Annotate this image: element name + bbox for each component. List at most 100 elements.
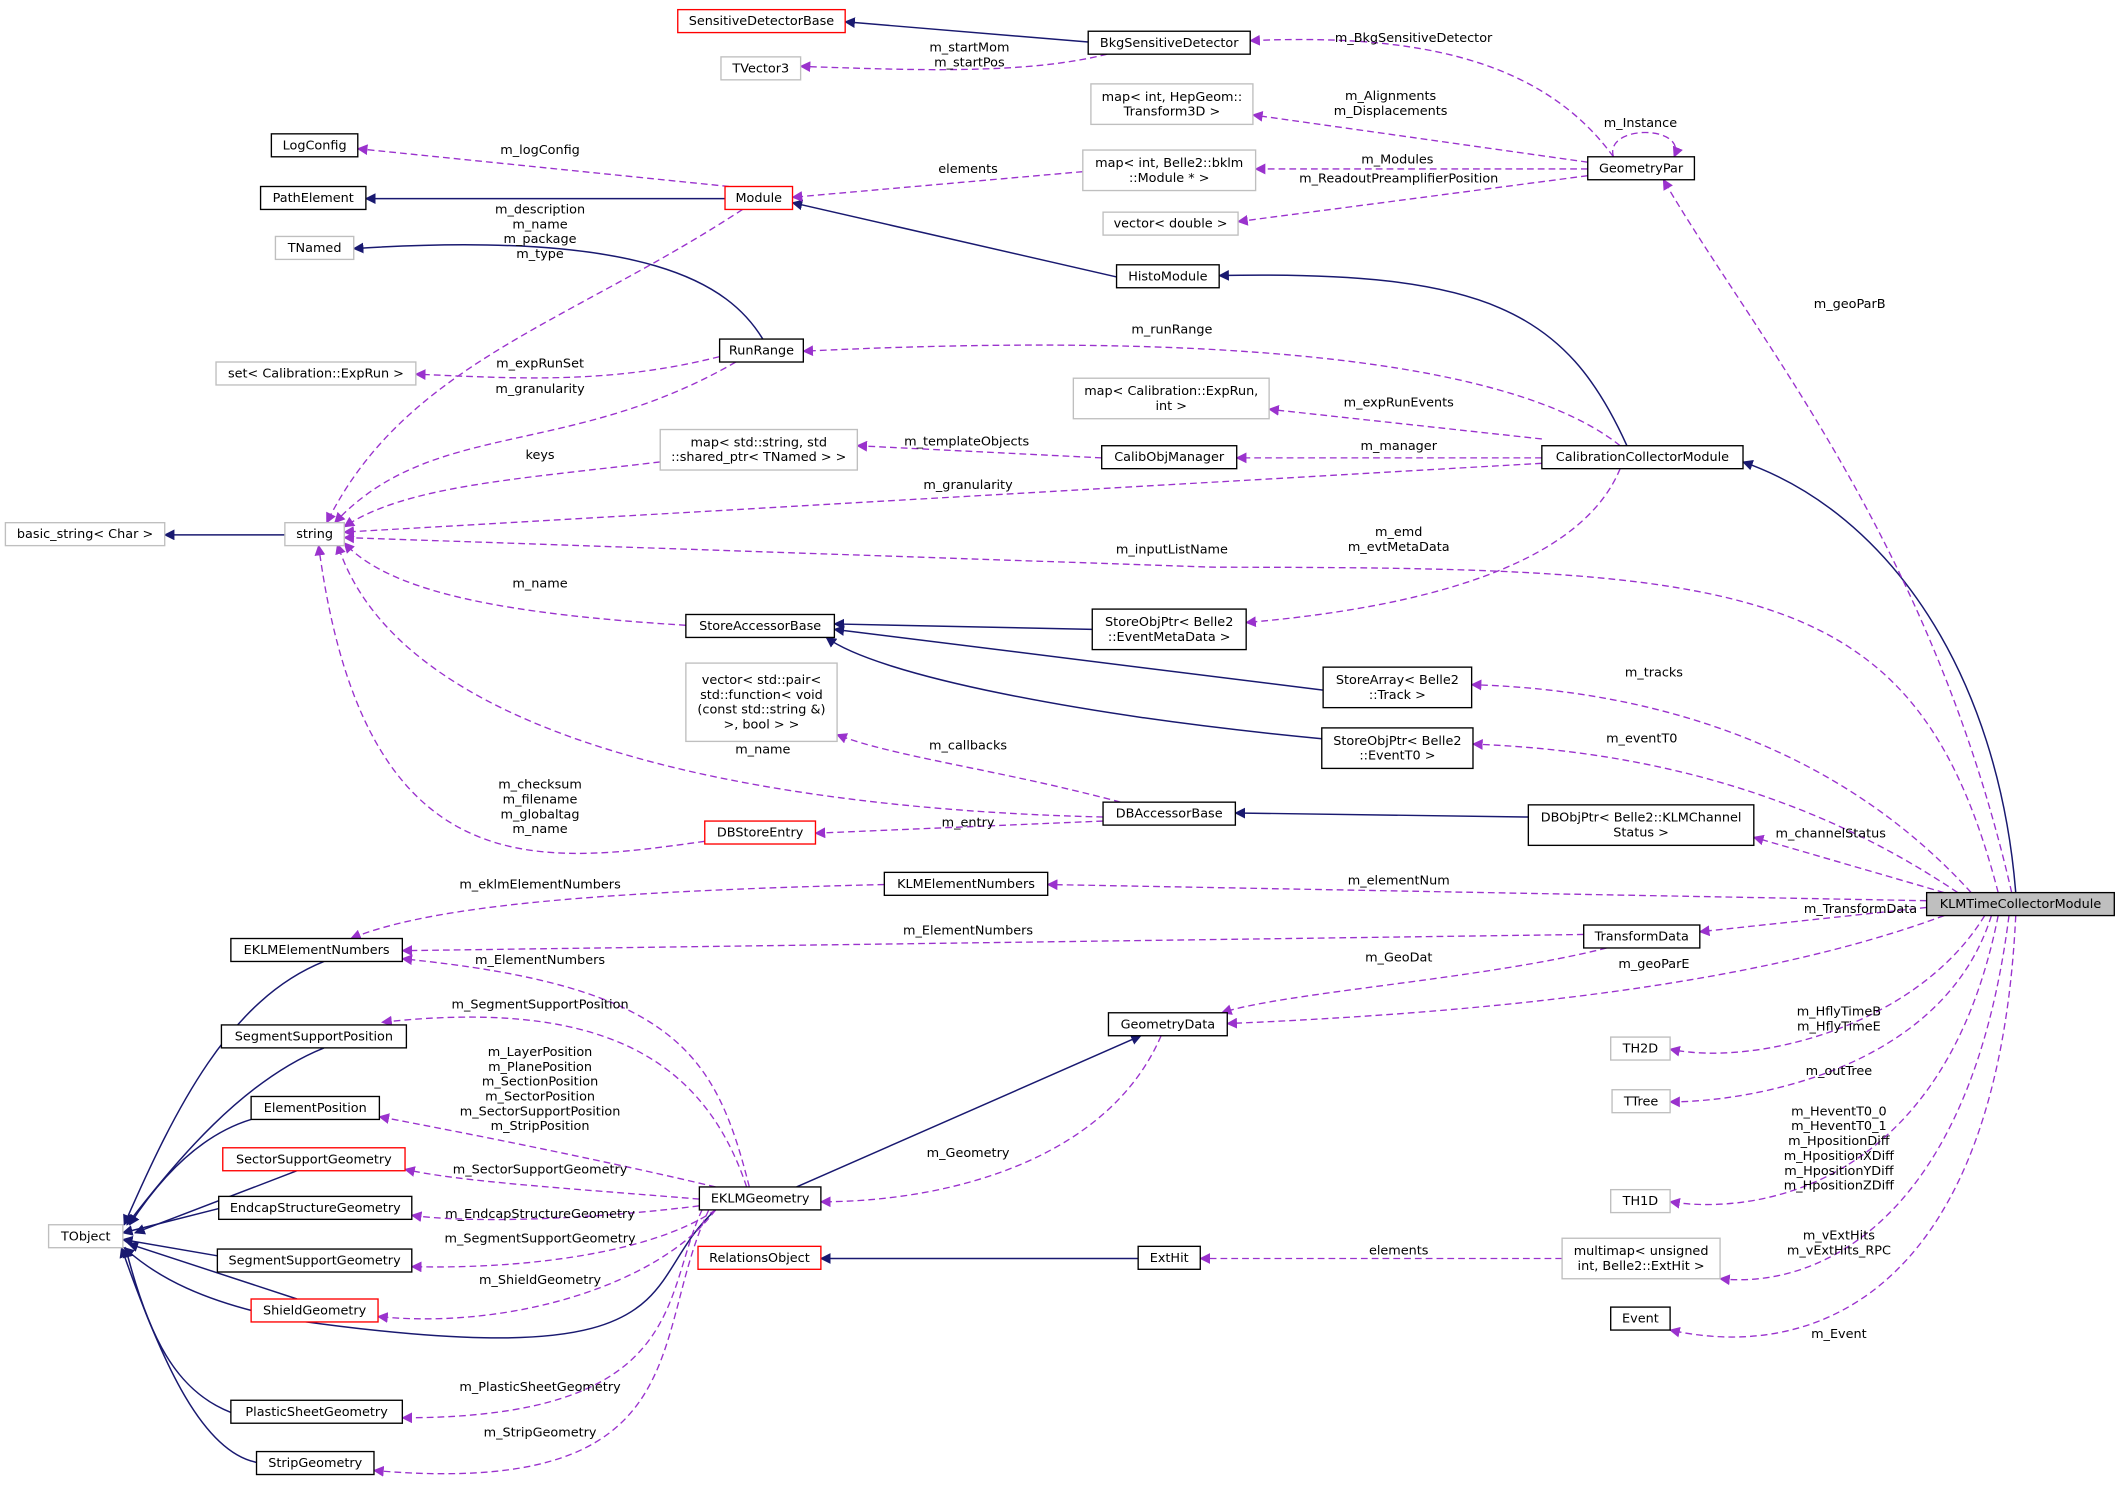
usage-edge-klmtime-collector-module-to-transform-data (1698, 906, 1927, 937)
class-node-plastic-sheet-geometry[interactable]: PlasticSheetGeometry (230, 1399, 404, 1424)
usage-edge-klmtime-collector-module-to-th1-d (1669, 915, 1999, 1209)
class-node-relations-object[interactable]: RelationsObject (697, 1245, 822, 1270)
class-node-vector-pair-function[interactable]: vector< std::pair<std::function< void(co… (685, 662, 838, 743)
node-label: DBObjPtr< Belle2::KLMChannel (1541, 811, 1742, 826)
class-node-geometry-data[interactable]: GeometryData (1107, 1012, 1228, 1037)
edge-label: m_geoParB (1814, 297, 1886, 312)
node-box (216, 1248, 413, 1273)
class-node-calib-obj-manager[interactable]: CalibObjManager (1101, 445, 1238, 470)
class-node-vector-double[interactable]: vector< double > (1102, 211, 1239, 236)
node-box (724, 185, 794, 211)
edge-label: m_Displacements (1334, 104, 1448, 119)
class-node-basic-string[interactable]: basic_string< Char > (4, 522, 166, 547)
class-node-segment-support-geometry[interactable]: SegmentSupportGeometry (216, 1248, 413, 1273)
node-label: >, bool > > (724, 718, 800, 733)
class-node-string[interactable]: string (284, 522, 345, 547)
class-node-segment-support-position[interactable]: SegmentSupportPosition (220, 1024, 408, 1049)
usage-edge-klmtime-collector-module-to-klmelement-numbers (1046, 879, 1927, 902)
usage-edge-eklmgeometry-to-strip-geometry (372, 1209, 710, 1477)
usage-edge-transform-data-to-eklmelement-numbers (401, 933, 1584, 956)
class-node-store-array-track[interactable]: StoreArray< Belle2::Track > (1322, 666, 1473, 709)
usage-edge-module-to-string (326, 208, 743, 524)
class-node-store-obj-ptr-event-t0[interactable]: StoreObjPtr< Belle2::EventT0 > (1321, 727, 1474, 770)
class-node-eklmelement-numbers[interactable]: EKLMElementNumbers (230, 937, 404, 963)
class-node-geometry-par[interactable]: GeometryPar (1587, 156, 1696, 181)
class-node-element-position[interactable]: ElementPosition (250, 1095, 381, 1121)
edge-label: m_SectorSupportPosition (460, 1104, 621, 1119)
usage-edge-dbstore-entry-to-string (314, 544, 705, 855)
node-box (1322, 666, 1473, 709)
class-node-event[interactable]: Event (1610, 1306, 1671, 1331)
class-node-histo-module[interactable]: HistoModule (1115, 264, 1220, 289)
class-node-transform-data[interactable]: TransformData (1583, 924, 1701, 949)
class-node-klmelement-numbers[interactable]: KLMElementNumbers (883, 871, 1049, 896)
node-box (704, 820, 817, 845)
node-box (685, 613, 836, 639)
class-node-module[interactable]: Module (724, 185, 794, 211)
class-node-klmtime-collector-module[interactable]: KLMTimeCollectorModule (1925, 891, 2115, 917)
class-node-log-config[interactable]: LogConfig (270, 133, 359, 158)
inheritance-edge-klmtime-collector-module-to-calibration-collector-module (1741, 460, 2017, 893)
node-label: CalibrationCollectorModule (1556, 450, 1729, 465)
usage-edge-eklmgeometry-to-sector-support-geometry (403, 1166, 700, 1200)
edge-label: m_HpositionZDiff (1784, 1179, 1895, 1194)
class-node-store-obj-ptr-event-meta-data[interactable]: StoreObjPtr< Belle2::EventMetaData > (1091, 608, 1247, 651)
usage-edge-calib-obj-manager-to-map-string-tnamed (856, 440, 1102, 459)
node-label: CalibObjManager (1114, 450, 1225, 465)
class-node-dbaccessor-base[interactable]: DBAccessorBase (1102, 801, 1237, 826)
node-box (1925, 891, 2115, 917)
edge-label: m_ElementNumbers (475, 953, 605, 968)
node-label: ElementPosition (264, 1101, 367, 1116)
class-node-store-accessor-base[interactable]: StoreAccessorBase (685, 613, 836, 639)
class-node-eklmgeometry[interactable]: EKLMGeometry (698, 1186, 822, 1211)
node-box (220, 1024, 408, 1049)
class-node-map-exp-run-int[interactable]: map< Calibration::ExpRun,int > (1072, 377, 1270, 420)
usage-edge-geometry-par-to-geometry-par (1612, 131, 1683, 158)
inheritance-edge-calibration-collector-module-to-histo-module (1218, 270, 1628, 447)
class-node-set-exp-run[interactable]: set< Calibration::ExpRun > (215, 361, 417, 386)
class-node-bkg-sensitive-detector[interactable]: BkgSensitiveDetector (1087, 30, 1251, 55)
usage-edge-geometry-par-to-map-transform3-d (1251, 110, 1588, 163)
node-box (1527, 804, 1755, 847)
class-node-calibration-collector-module[interactable]: CalibrationCollectorModule (1541, 445, 1744, 470)
class-node-tvector3[interactable]: TVector3 (720, 56, 802, 81)
class-node-tobject[interactable]: TObject (47, 1224, 124, 1249)
inheritance-edge-eklmelement-numbers-to-tobject (123, 960, 325, 1226)
class-node-tnamed[interactable]: TNamed (274, 235, 355, 261)
class-node-map-transform3-d[interactable]: map< int, HepGeom::Transform3D > (1090, 83, 1254, 126)
class-node-run-range[interactable]: RunRange (718, 338, 805, 363)
class-node-dbstore-entry[interactable]: DBStoreEntry (704, 820, 817, 845)
class-node-ttree[interactable]: TTree (1611, 1089, 1671, 1114)
usage-edge-eklmgeometry-to-eklmelement-numbers (401, 954, 750, 1188)
class-node-th2-d[interactable]: TH2D (1610, 1036, 1671, 1061)
class-node-th1-d[interactable]: TH1D (1610, 1188, 1671, 1214)
edges-layer (119, 17, 2017, 1477)
class-node-strip-geometry[interactable]: StripGeometry (255, 1450, 375, 1476)
node-label: int, Belle2::ExtHit > (1578, 1259, 1705, 1274)
node-label: KLMElementNumbers (897, 877, 1035, 892)
usage-edge-eklmgeometry-to-segment-support-geometry (410, 1209, 716, 1273)
inheritance-edge-bkg-sensitive-detector-to-sensitive-detector-base (844, 17, 1089, 43)
class-node-path-element[interactable]: PathElement (259, 185, 367, 211)
node-label: HistoModule (1128, 269, 1207, 284)
node-box (274, 235, 355, 261)
edge-label: m_BkgSensitiveDetector (1335, 31, 1493, 46)
inheritance-edge-eklmgeometry-to-geometry-data (796, 1034, 1142, 1188)
class-node-map-bklm-module[interactable]: map< int, Belle2::bklm::Module * > (1082, 149, 1257, 192)
inheritance-edge-store-obj-ptr-event-t0-to-store-accessor-base (825, 636, 1322, 740)
node-box (230, 1399, 404, 1424)
edge-label: m_name (735, 743, 790, 758)
edge-label: m_HeventT0_0 (1791, 1104, 1887, 1119)
class-node-sector-support-geometry[interactable]: SectorSupportGeometry (222, 1147, 406, 1172)
class-node-ext-hit[interactable]: ExtHit (1137, 1245, 1201, 1270)
class-node-endcap-structure-geometry[interactable]: EndcapStructureGeometry (218, 1195, 413, 1221)
edge-label: elements (938, 162, 998, 177)
class-node-sensitive-detector-base[interactable]: SensitiveDetectorBase (677, 8, 846, 34)
class-node-map-string-tnamed[interactable]: map< std::string, std::shared_ptr< TName… (659, 428, 859, 471)
usage-edge-run-range-to-set-exp-run (414, 355, 720, 380)
node-label: TVector3 (731, 61, 789, 76)
inheritance-edge-store-obj-ptr-event-meta-data-to-store-accessor-base (833, 618, 1093, 631)
class-node-shield-geometry[interactable]: ShieldGeometry (250, 1298, 379, 1323)
